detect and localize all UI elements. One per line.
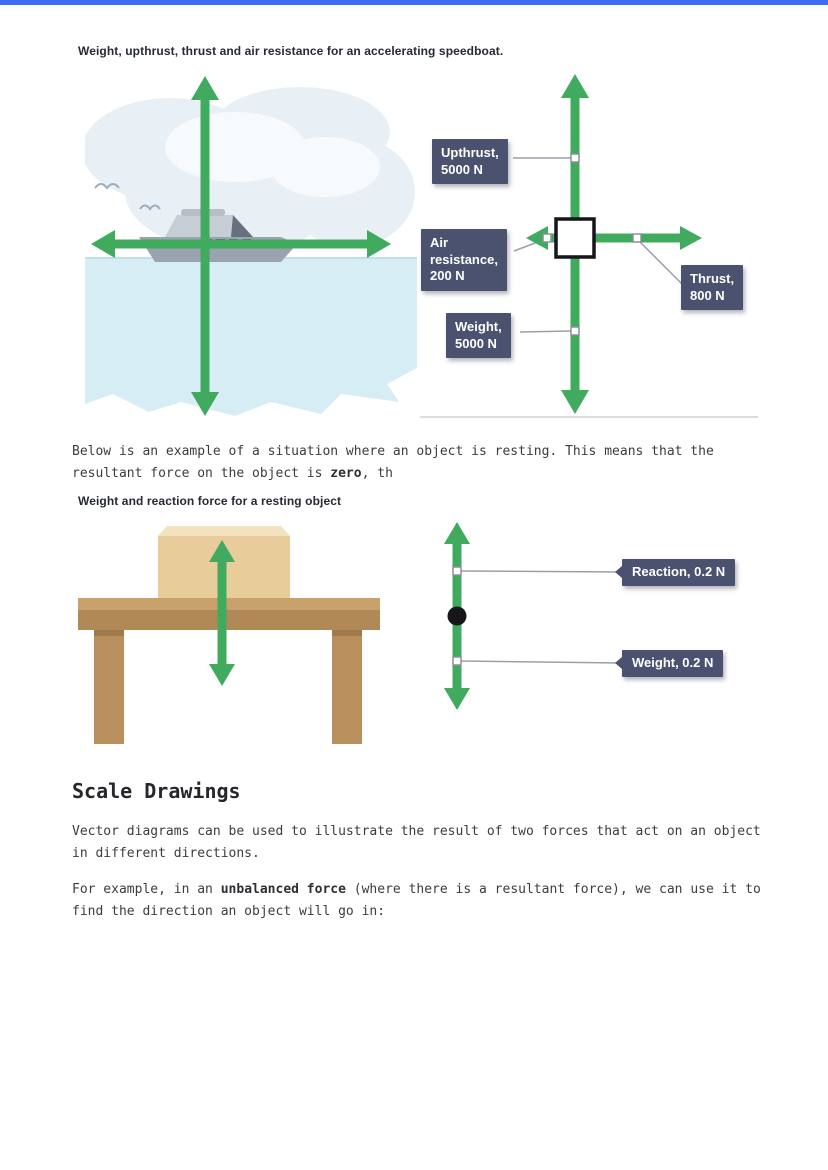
connector-dots [452, 566, 462, 666]
connector-dots [542, 153, 642, 336]
caption-resting-object: Weight and reaction force for a resting … [78, 494, 342, 508]
upthrust-label: Upthrust, 5000 N [432, 139, 508, 185]
free-body-diagram-speedboat [420, 74, 758, 418]
weight-reaction-label: Weight, 0.2 N [614, 650, 724, 677]
object-square [554, 217, 596, 259]
center-dot [447, 606, 467, 626]
horizontal-force-arrow [526, 226, 702, 250]
bottom-accent-bar [0, 0, 828, 5]
paragraph-unbalanced-force: For example, in an unbalanced force (whe… [72, 882, 761, 920]
horizontal-force-arrow [91, 230, 391, 258]
birds [94, 183, 161, 211]
reaction-label: Reaction, 0.2 N [614, 559, 736, 586]
speedboat-illustration [85, 76, 417, 416]
table-illustration [78, 526, 380, 744]
free-body-diagram-resting [444, 522, 623, 710]
water [85, 257, 417, 416]
table [78, 598, 380, 744]
connector-lines [460, 570, 623, 664]
caption-speedboat: Weight, upthrust, thrust and air resista… [78, 44, 504, 58]
clouds [85, 87, 415, 252]
heading-scale-drawings: Scale Drawings [72, 779, 241, 803]
thrust-label: Thrust, 800 N [681, 265, 744, 311]
vertical-force-arrow [209, 540, 235, 686]
connector-lines [513, 157, 683, 333]
weight-label: Weight, 5000 N [446, 313, 511, 359]
air-resistance-label: Air resistance, 200 N [421, 229, 507, 291]
paragraph-vector-diagrams: Vector diagrams can be used to illustrat… [72, 824, 761, 862]
paragraph-resting-intro: Below is an example of a situation where… [72, 444, 714, 482]
